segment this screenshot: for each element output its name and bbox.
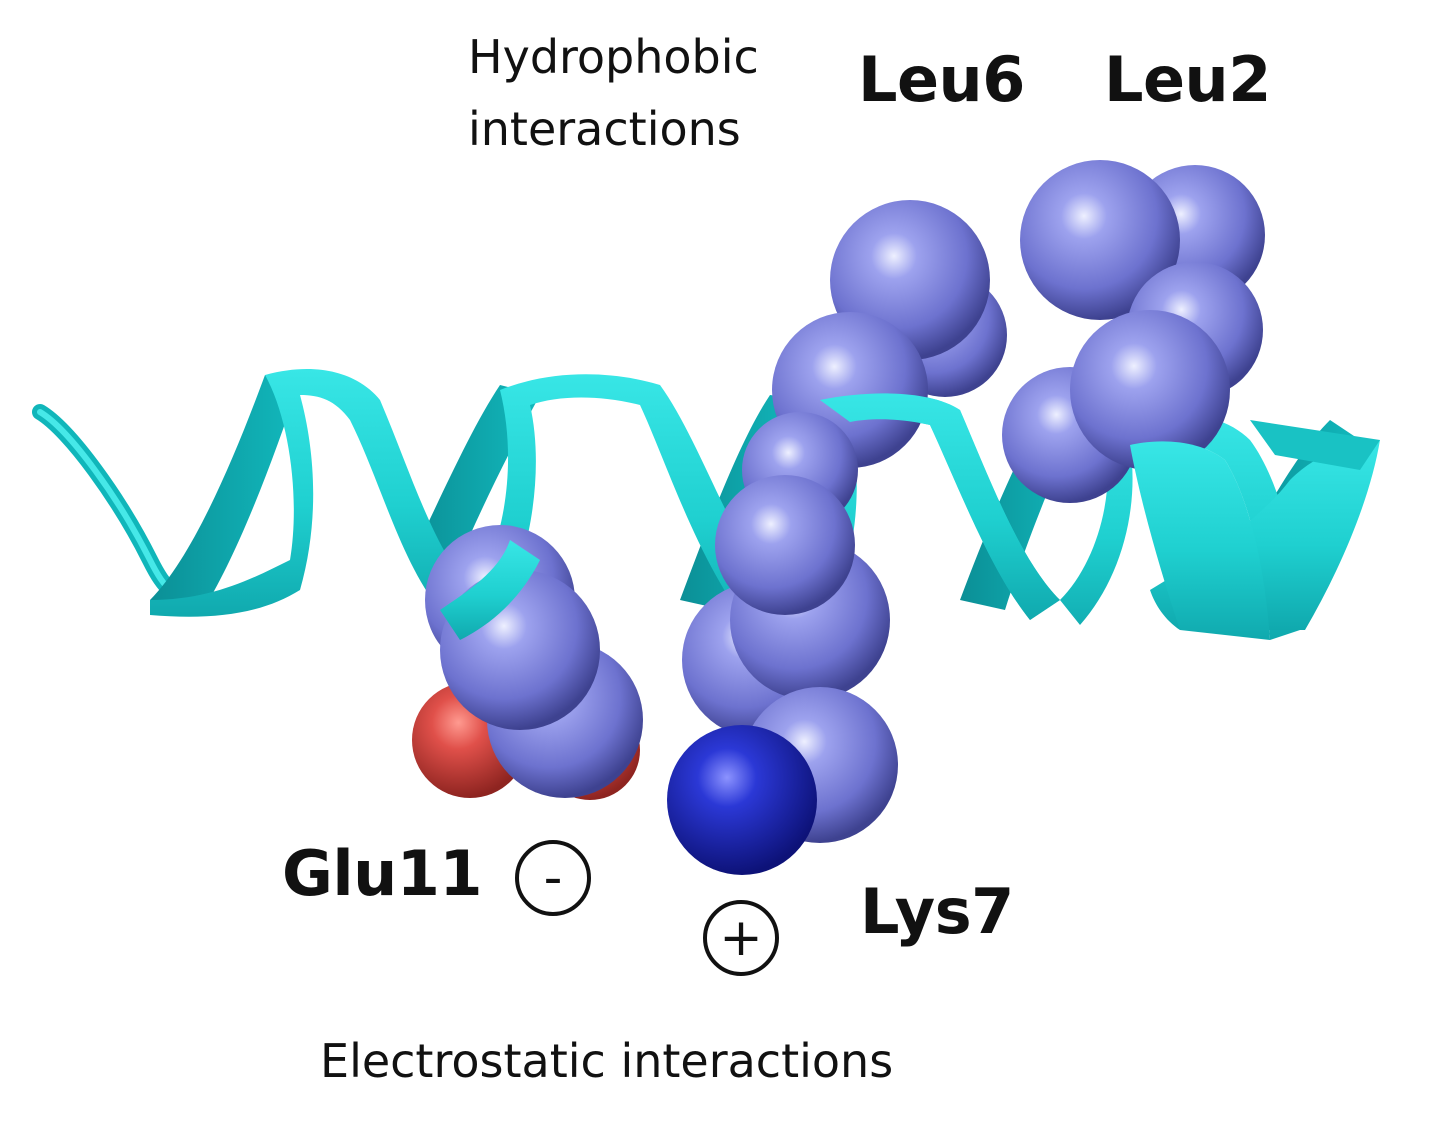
leu6-side-chain (742, 200, 1007, 528)
positive-charge-icon: + (703, 900, 779, 976)
hydrophobic-label-line2: interactions (468, 102, 741, 156)
helix-front-segment-2 (1130, 441, 1270, 640)
glu11-label: Glu11 (282, 837, 483, 910)
leu6-label: Leu6 (858, 43, 1025, 116)
hydrophobic-label-line1: Hydrophobic (468, 30, 759, 84)
electrostatic-label: Electrostatic interactions (320, 1034, 894, 1088)
negative-charge-icon: - (515, 840, 591, 916)
helix-over-glu (440, 540, 540, 640)
leu2-side-chain (1002, 160, 1265, 503)
leu2-label: Leu2 (1104, 43, 1271, 116)
helix-front-segment (820, 393, 1060, 620)
lysine-sphere-icon (667, 475, 898, 875)
lys7-label: Lys7 (860, 875, 1014, 948)
